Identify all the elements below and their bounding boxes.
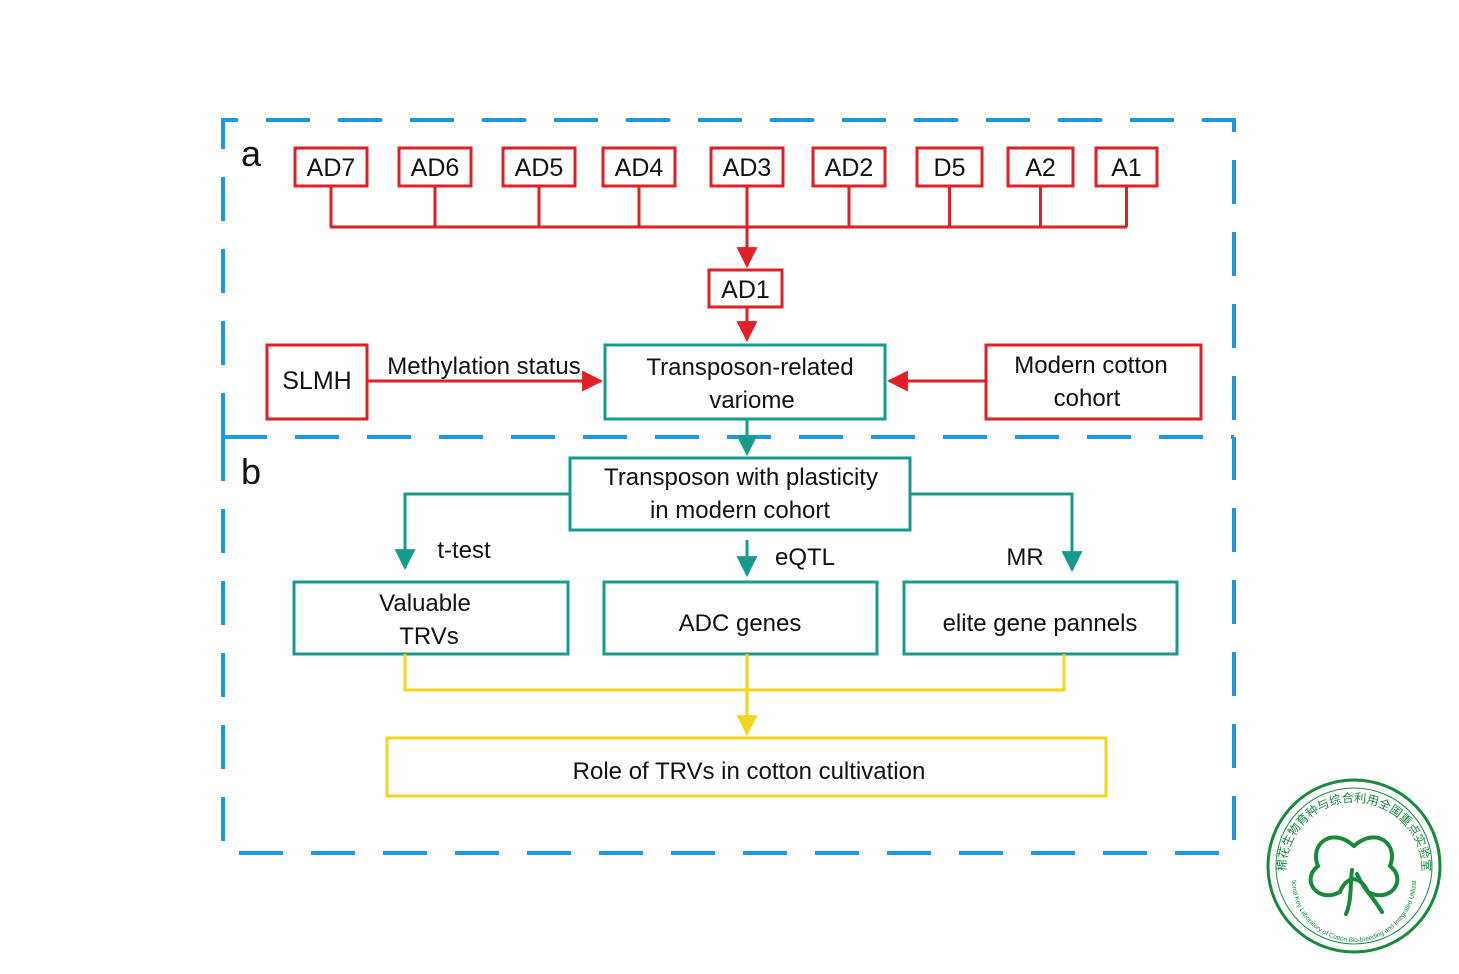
modern-cohort-label-line2: cohort: [1054, 385, 1121, 412]
genome-label: AD6: [411, 154, 460, 182]
variome-label-line1: Transposon-related: [646, 354, 853, 381]
genome-box: [1094, 146, 1159, 188]
genome-label: AD3: [723, 154, 772, 182]
plasticity-node: Transposon with plasticity in modern coh…: [568, 456, 912, 532]
genome-node-ad5: AD5: [501, 146, 577, 227]
genome-node-d5: D5: [915, 146, 984, 227]
slmh-node: SLMH: [265, 343, 369, 421]
genome-node-a1: A1: [1094, 146, 1159, 227]
t-test-edge-label: t-test: [437, 537, 491, 564]
modern-cohort-node: Modern cotton cohort: [984, 343, 1203, 421]
genome-label: AD7: [307, 154, 356, 182]
panel-b-label: b: [241, 451, 261, 492]
plasticity-label-line1: Transposon with plasticity: [604, 464, 878, 491]
variome-node: Transposon-related variome: [603, 343, 887, 421]
modern-cohort-label-line1: Modern cotton: [1014, 352, 1167, 379]
methylation-edge-label: Methylation status: [387, 353, 580, 380]
panel-a-label: a: [241, 133, 262, 174]
outcome-merge-edges: [403, 654, 1066, 737]
valuable-trvs-label-line2: TRVs: [399, 623, 459, 650]
genome-box: [709, 146, 785, 188]
ad1-node: AD1: [707, 268, 784, 309]
variome-label-line2: variome: [709, 387, 794, 414]
adc-genes-label: ADC genes: [679, 610, 802, 637]
genome-row: AD7 AD6 AD5 AD4 AD3 AD2 D5 A2 A1: [293, 146, 1159, 227]
elite-panels-label: elite gene pannels: [943, 610, 1138, 637]
slmh-label: SLMH: [282, 367, 351, 395]
mr-edge-label: MR: [1006, 544, 1043, 571]
cotton-boll-icon: [1308, 835, 1400, 916]
valuable-trvs-label-line1: Valuable: [379, 590, 471, 617]
adc-genes-node: ADC genes: [602, 580, 879, 656]
genome-node-ad6: AD6: [397, 146, 473, 227]
genome-node-ad7: AD7: [293, 146, 369, 227]
valuable-trvs-node: Valuable TRVs: [292, 580, 570, 656]
genome-node-ad3: AD3: [709, 146, 785, 227]
genome-label: D5: [934, 154, 966, 182]
genome-node-ad2: AD2: [811, 146, 887, 227]
genome-merge-edges: [330, 225, 1127, 269]
genome-label: AD4: [615, 154, 664, 182]
role-node: Role of TRVs in cotton cultivation: [385, 736, 1108, 798]
plasticity-label-line2: in modern cohort: [650, 497, 830, 524]
genome-box: [811, 146, 887, 188]
genome-box: [915, 146, 984, 188]
panel-a-border: [221, 118, 1236, 437]
genome-label: A2: [1025, 154, 1056, 182]
genome-label: AD2: [825, 154, 874, 182]
role-label: Role of TRVs in cotton cultivation: [573, 758, 926, 785]
eqtl-edge-label: eQTL: [775, 544, 835, 571]
plasticity-branch-edges: [394, 492, 1083, 578]
genome-label: AD5: [515, 154, 564, 182]
ad1-label: AD1: [721, 276, 770, 304]
genome-node-a2: A2: [1006, 146, 1075, 227]
elite-panels-node: elite gene pannels: [902, 580, 1179, 656]
genome-node-ad4: AD4: [601, 146, 677, 227]
genome-box: [397, 146, 473, 188]
genome-label: A1: [1111, 154, 1142, 182]
